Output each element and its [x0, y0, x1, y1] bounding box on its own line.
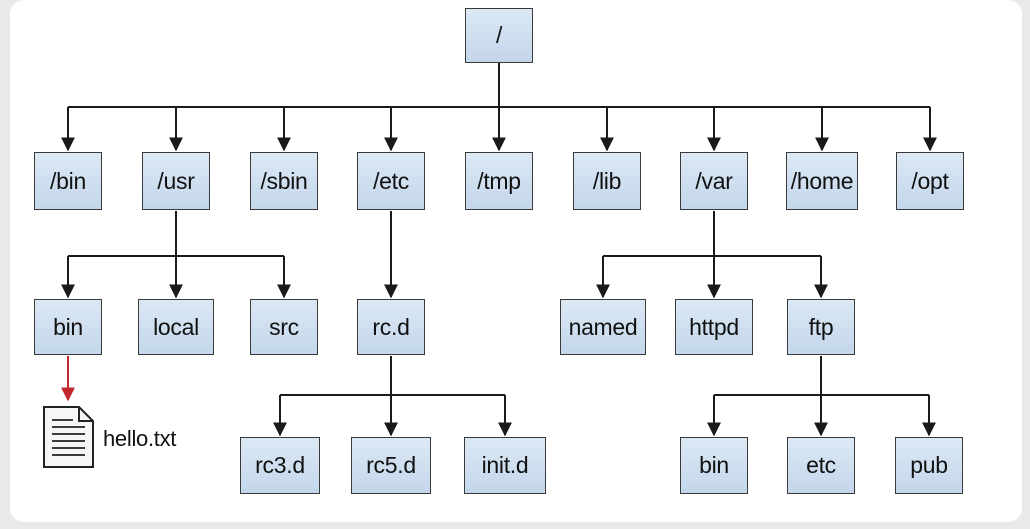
node-home[interactable]: /home: [786, 152, 858, 210]
node-usr-bin[interactable]: bin: [34, 299, 102, 355]
node-var-httpd[interactable]: httpd: [675, 299, 753, 355]
node-usr-src[interactable]: src: [250, 299, 318, 355]
node-rc-d[interactable]: rc.d: [357, 299, 425, 355]
node-opt[interactable]: /opt: [896, 152, 964, 210]
node-bin[interactable]: /bin: [34, 152, 102, 210]
node-ftp-pub[interactable]: pub: [895, 437, 963, 494]
node-usr-local[interactable]: local: [138, 299, 214, 355]
node-var-ftp[interactable]: ftp: [787, 299, 855, 355]
diagram-frame: [10, 0, 1022, 522]
node-var-named[interactable]: named: [560, 299, 646, 355]
node-var[interactable]: /var: [680, 152, 748, 210]
node-init-d[interactable]: init.d: [464, 437, 546, 494]
node-root[interactable]: /: [465, 8, 533, 63]
node-tmp[interactable]: /tmp: [465, 152, 533, 210]
document-icon[interactable]: [41, 404, 97, 472]
node-lib[interactable]: /lib: [573, 152, 641, 210]
node-ftp-etc[interactable]: etc: [787, 437, 855, 494]
node-etc[interactable]: /etc: [357, 152, 425, 210]
node-rc3-d[interactable]: rc3.d: [240, 437, 320, 494]
file-name-label: hello.txt: [103, 426, 177, 451]
node-rc5-d[interactable]: rc5.d: [351, 437, 431, 494]
node-usr[interactable]: /usr: [142, 152, 210, 210]
node-sbin[interactable]: /sbin: [250, 152, 318, 210]
node-ftp-bin[interactable]: bin: [680, 437, 748, 494]
